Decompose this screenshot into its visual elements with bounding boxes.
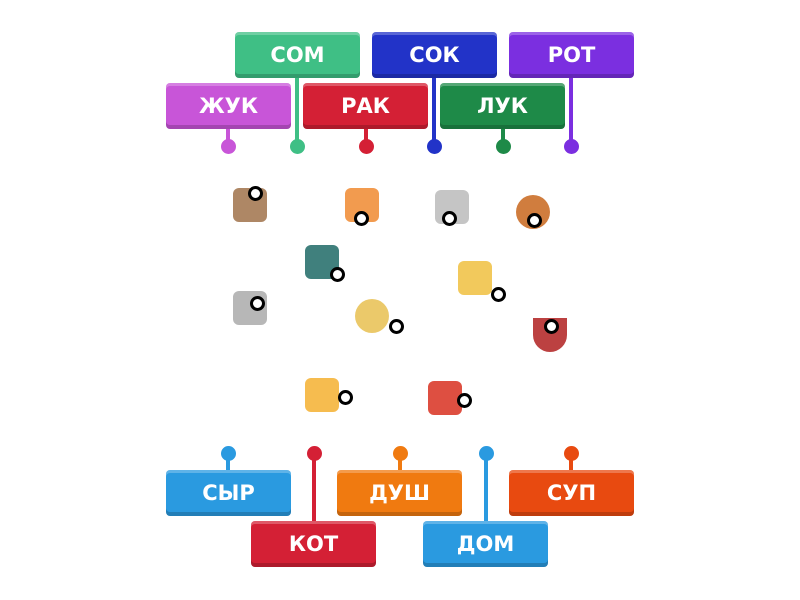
connector-line — [295, 78, 299, 146]
word-label-syr[interactable]: СЫР — [166, 470, 291, 516]
cheese-icon — [305, 378, 339, 412]
connector-line — [484, 453, 488, 521]
word-label-sup[interactable]: СУП — [509, 470, 634, 516]
connector-line — [312, 453, 316, 521]
connector-line — [398, 453, 402, 470]
connector-line — [226, 453, 230, 470]
drop-target-ring[interactable] — [456, 392, 472, 408]
drop-target-ring[interactable] — [337, 389, 353, 405]
connector-dot[interactable] — [426, 138, 442, 154]
drop-target-ring[interactable] — [249, 295, 265, 311]
drop-target-ring[interactable] — [388, 318, 404, 334]
connector-line — [569, 453, 573, 470]
connector-dot[interactable] — [563, 445, 579, 461]
connector-dot[interactable] — [563, 138, 579, 154]
word-label-luk[interactable]: ЛУК — [440, 83, 565, 129]
juice-box-icon — [458, 261, 492, 295]
word-label-cok[interactable]: СОК — [372, 32, 497, 78]
word-label-rak[interactable]: РАК — [303, 83, 428, 129]
word-label-pot[interactable]: РОТ — [509, 32, 634, 78]
drop-target-ring[interactable] — [526, 212, 542, 228]
connector-dot[interactable] — [289, 138, 305, 154]
drop-target-ring[interactable] — [543, 318, 559, 334]
connector-line — [364, 129, 368, 146]
word-label-dush[interactable]: ДУШ — [337, 470, 462, 516]
connector-dot[interactable] — [220, 138, 236, 154]
word-label-kot[interactable]: КОТ — [251, 521, 376, 567]
soup-icon — [355, 299, 389, 333]
drop-target-ring[interactable] — [441, 210, 457, 226]
connector-line — [569, 78, 573, 146]
drop-target-ring[interactable] — [329, 266, 345, 282]
word-label-zhuk[interactable]: ЖУК — [166, 83, 291, 129]
crayfish-icon — [428, 381, 462, 415]
connector-dot[interactable] — [306, 445, 322, 461]
connector-dot[interactable] — [392, 445, 408, 461]
connector-dot[interactable] — [478, 445, 494, 461]
connector-dot[interactable] — [495, 138, 511, 154]
connector-line — [432, 78, 436, 146]
drop-target-ring[interactable] — [247, 185, 263, 201]
connector-dot[interactable] — [358, 138, 374, 154]
word-label-dom[interactable]: ДОМ — [423, 521, 548, 567]
connector-line — [226, 129, 230, 146]
drop-target-ring[interactable] — [490, 286, 506, 302]
connector-dot[interactable] — [220, 445, 236, 461]
drop-target-ring[interactable] — [353, 210, 369, 226]
connector-line — [501, 129, 505, 146]
word-label-com[interactable]: СОМ — [235, 32, 360, 78]
